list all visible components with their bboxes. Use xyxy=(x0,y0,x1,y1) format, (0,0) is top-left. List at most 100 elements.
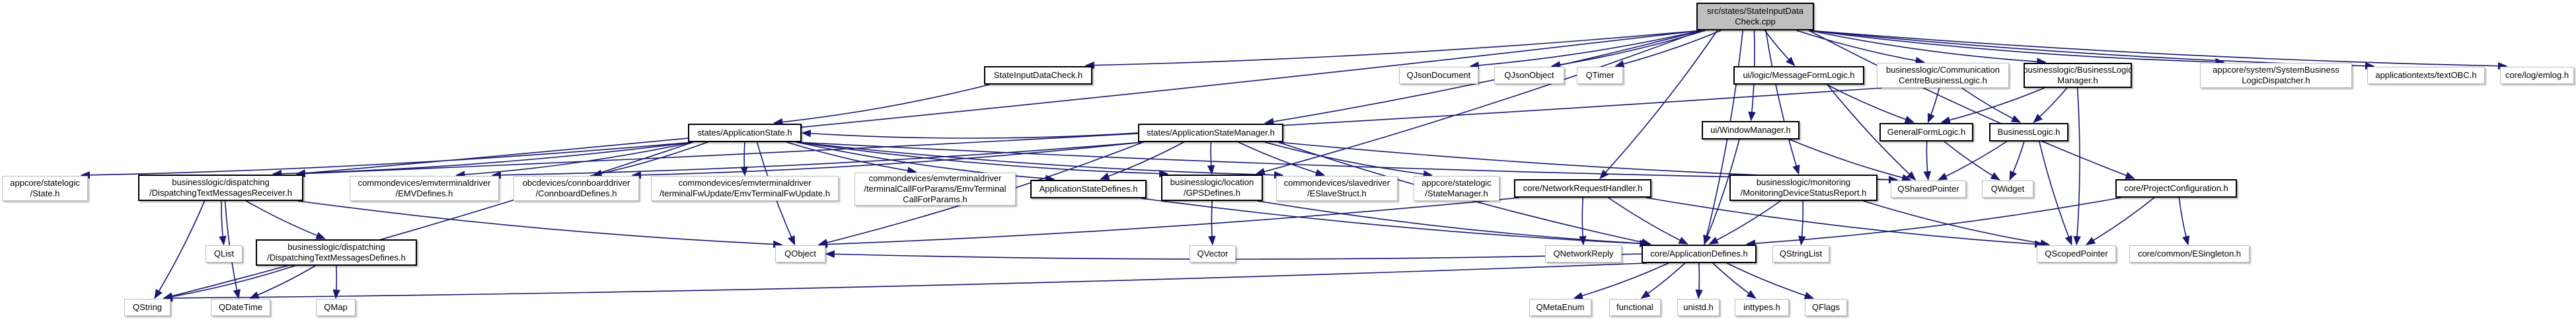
graph-node-label: QJsonObject xyxy=(1504,70,1554,81)
graph-node-inttypes: inttypes.h xyxy=(1735,299,1789,316)
graph-node-label: QSharedPointer xyxy=(1897,184,1959,194)
graph-node-applicationstate[interactable]: states/ApplicationState.h xyxy=(688,124,802,142)
edge-applicationstate-to-callforparams xyxy=(786,141,917,175)
graph-node-label: QMetaEnum xyxy=(1536,302,1585,313)
graph-node-label: functional xyxy=(1616,302,1653,313)
edge-main-to-emlog xyxy=(1808,30,2508,70)
graph-node-stateinputdatacheck_h[interactable]: StateInputDataCheck.h xyxy=(984,66,1092,85)
graph-node-applicationdefines[interactable]: core/ApplicationDefines.h xyxy=(1642,245,1757,263)
graph-node-label: appcore/statelogic xyxy=(1421,178,1492,188)
graph-node-label: /MonitoringDeviceStatusReport.h xyxy=(1740,188,1867,198)
graph-node-label: /ConnboardDefines.h xyxy=(535,188,617,198)
graph-node-label: StateInputDataCheck.h xyxy=(993,70,1083,81)
graph-node-emvdefines: commondevices/emvterminaldriver/EMVDefin… xyxy=(350,176,499,201)
edge-main-to-receiver xyxy=(295,30,1702,177)
edge-main-to-projectconfiguration xyxy=(1808,30,2135,179)
graph-node-label: QList xyxy=(213,249,235,259)
graph-node-label: appcore/system/SystemBusiness xyxy=(2213,65,2339,75)
graph-node-messageformlogic[interactable]: ui/logic/MessageFormLogic.h xyxy=(1733,66,1864,85)
graph-node-appstatedefines[interactable]: ApplicationStateDefines.h xyxy=(1030,180,1147,198)
edge-applicationdefines-to-qmetaenum xyxy=(1573,262,1669,300)
graph-node-windowmanager[interactable]: ui/WindowManager.h xyxy=(1702,121,1799,140)
graph-node-label: inttypes.h xyxy=(1743,302,1780,313)
edge-windowmanager-to-applicationdefines xyxy=(1704,139,1740,245)
graph-node-qdatetime: QDateTime xyxy=(211,299,270,316)
graph-node-statemanager_h: appcore/statelogic/StateManager.h xyxy=(1414,176,1499,201)
graph-node-label: QScopedPointer xyxy=(2045,249,2108,259)
graph-node-projectconfiguration[interactable]: core/ProjectConfiguration.h xyxy=(2115,179,2237,198)
edge-applicationdefines-to-unistd xyxy=(1695,262,1703,300)
graph-node-label: QObject xyxy=(784,249,816,259)
graph-node-qobject: QObject xyxy=(775,245,825,262)
graph-node-receiver[interactable]: businesslogic/dispatching/DispatchingTex… xyxy=(138,175,303,201)
graph-node-label: QVector xyxy=(1197,249,1229,259)
edge-dispatchdefines-to-qstring xyxy=(163,265,295,301)
edge-businesslogicmanager-to-qscopedpointer xyxy=(2073,87,2081,246)
graph-node-label: businesslogic/location xyxy=(1170,177,1254,188)
graph-node-label: unistd.h xyxy=(1683,302,1714,313)
graph-node-gpsdefines[interactable]: businesslogic/location/GPSDefines.h xyxy=(1161,175,1263,201)
graph-node-qsharedpointer: QSharedPointer xyxy=(1891,180,1966,198)
edge-applicationdefines-to-qstring xyxy=(163,262,1648,302)
graph-node-label: /EMVDefines.h xyxy=(395,188,453,198)
edge-applicationdefines-to-inttypes xyxy=(1712,262,1757,299)
graph-node-label: CallForParams.h xyxy=(903,194,967,204)
graph-node-monitoring[interactable]: businesslogic/monitoring/MonitoringDevic… xyxy=(1729,175,1877,201)
graph-node-label: commondevices/slavedriver xyxy=(1283,178,1390,188)
edge-projectconfiguration-to-esingleton xyxy=(2178,197,2190,246)
graph-node-qwidget: QWidget xyxy=(1982,180,2033,198)
edge-main-to-messageformlogic xyxy=(1764,30,1796,67)
edge-applicationstatemanager-to-appstatedefines xyxy=(1100,141,1184,180)
graph-node-label: core/ApplicationDefines.h xyxy=(1650,249,1748,259)
edge-networkrequesthandler-to-applicationdefines xyxy=(1608,197,1688,245)
graph-node-label: Check.cpp xyxy=(1735,17,1776,26)
edge-applicationstate-to-fwupdate xyxy=(740,141,748,177)
graph-node-qvector: QVector xyxy=(1190,245,1236,262)
graph-node-generalformlogic[interactable]: GeneralFormLogic.h xyxy=(1879,123,1973,141)
graph-node-label: ApplicationStateDefines.h xyxy=(1039,184,1138,194)
edge-communicationcentre-to-businesslogic xyxy=(1961,87,2022,123)
edge-applicationstatemanager-to-statemanager_h xyxy=(1264,141,1433,179)
graph-node-qscopedpointer: QScopedPointer xyxy=(2037,245,2116,262)
graph-node-qtimer: QTimer xyxy=(1577,67,1623,84)
graph-node-label: appcore/statelogic xyxy=(10,178,80,188)
edge-networkrequesthandler-to-qscopedpointer xyxy=(1646,197,2045,248)
edge-applicationstate-to-state_h xyxy=(80,141,694,179)
edge-generalformlogic-to-qwidget xyxy=(1944,141,2000,180)
graph-node-label: ui/logic/MessageFormLogic.h xyxy=(1743,70,1855,81)
edge-projectconfiguration-to-qscopedpointer xyxy=(2085,197,2155,245)
graph-node-emlog: core/log/emlog.h xyxy=(2500,67,2574,84)
edge-networkrequesthandler-to-qobject xyxy=(817,197,1520,249)
edge-generalformlogic-to-qsharedpointer xyxy=(1923,141,1932,181)
graph-node-networkrequesthandler[interactable]: core/NetworkRequestHandler.h xyxy=(1514,179,1651,198)
edge-main-to-systembusinessdispatcher xyxy=(1808,30,2225,66)
graph-node-qjsondocument: QJsonDocument xyxy=(1399,67,1478,84)
edge-applicationstatemanager-to-connboarddefines xyxy=(631,141,1144,179)
edge-main-to-gpsdefines xyxy=(1255,30,1702,176)
graph-node-label: businesslogic/monitoring xyxy=(1756,177,1851,188)
graph-node-label: QMap xyxy=(324,302,348,313)
graph-node-label: core/NetworkRequestHandler.h xyxy=(1523,183,1643,194)
edge-networkrequesthandler-to-qnetworkreply xyxy=(1579,197,1587,246)
edge-main-to-monitoring xyxy=(1765,30,1800,175)
edge-main-to-businesslogicmanager xyxy=(1808,30,2047,65)
edge-projectconfiguration-to-applicationdefines xyxy=(1745,197,2121,247)
graph-node-label: commondevices/emvterminaldriver xyxy=(358,178,491,188)
graph-node-dispatchdefines[interactable]: businesslogic/dispatching/DispatchingTex… xyxy=(256,239,417,266)
edge-main-to-stateinputdatacheck_h xyxy=(1084,30,1702,69)
edge-main-to-textobc xyxy=(1808,30,2375,70)
graph-node-applicationstatemanager[interactable]: states/ApplicationStateManager.h xyxy=(1138,124,1283,142)
graph-node-label: BusinessLogic.h xyxy=(1997,127,2061,138)
graph-node-qstringlist: QStringList xyxy=(1772,245,1829,262)
graph-node-label: src/states/StateInputData xyxy=(1707,6,1803,17)
graph-node-label: businesslogic/Communication xyxy=(1886,65,2000,75)
graph-node-qmap: QMap xyxy=(316,299,356,316)
graph-node-connboarddefines: obcdevices/connboarddriver/ConnboardDefi… xyxy=(513,176,639,201)
graph-node-businesslogic[interactable]: BusinessLogic.h xyxy=(1989,123,2068,141)
graph-node-label: QTimer xyxy=(1585,70,1614,81)
edge-monitoring-to-qscopedpointer xyxy=(1863,200,2051,247)
